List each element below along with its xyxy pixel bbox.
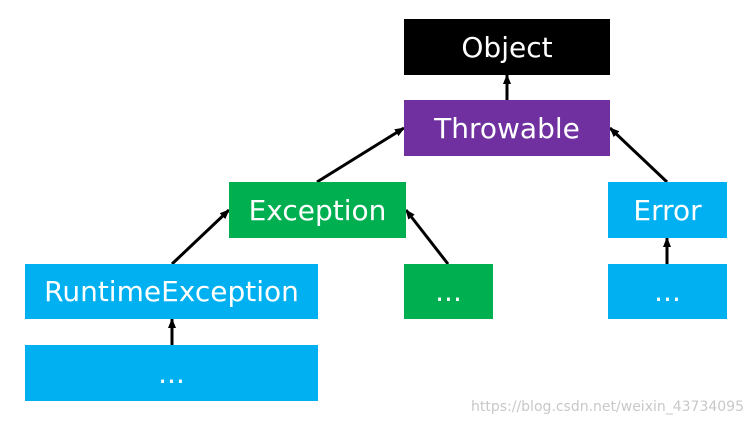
node-exception: Exception [229, 182, 406, 238]
node-error-more-label: ... [654, 275, 681, 308]
edge-runtime-exception [170, 208, 231, 266]
node-object: Object [404, 19, 610, 75]
node-runtime-more-label: ... [158, 356, 185, 390]
node-throwable-label: Throwable [434, 111, 580, 145]
node-runtime-exception: RuntimeException [25, 264, 318, 319]
edge-exception-throwable [316, 126, 405, 184]
edge-error-throwable [608, 126, 669, 184]
node-error: Error [608, 182, 727, 238]
watermark-text: https://blog.csdn.net/weixin_43734095 [470, 399, 744, 415]
edge-exception-more-exception [404, 209, 450, 265]
node-exception-more-label: ... [435, 275, 462, 308]
node-error-label: Error [633, 193, 702, 227]
node-throwable: Throwable [404, 100, 610, 156]
node-runtime-exception-label: RuntimeException [44, 275, 299, 308]
node-exception-label: Exception [248, 193, 387, 227]
node-error-more: ... [608, 264, 727, 319]
node-runtime-more: ... [25, 345, 318, 401]
node-object-label: Object [461, 30, 553, 64]
node-exception-more: ... [404, 264, 493, 319]
